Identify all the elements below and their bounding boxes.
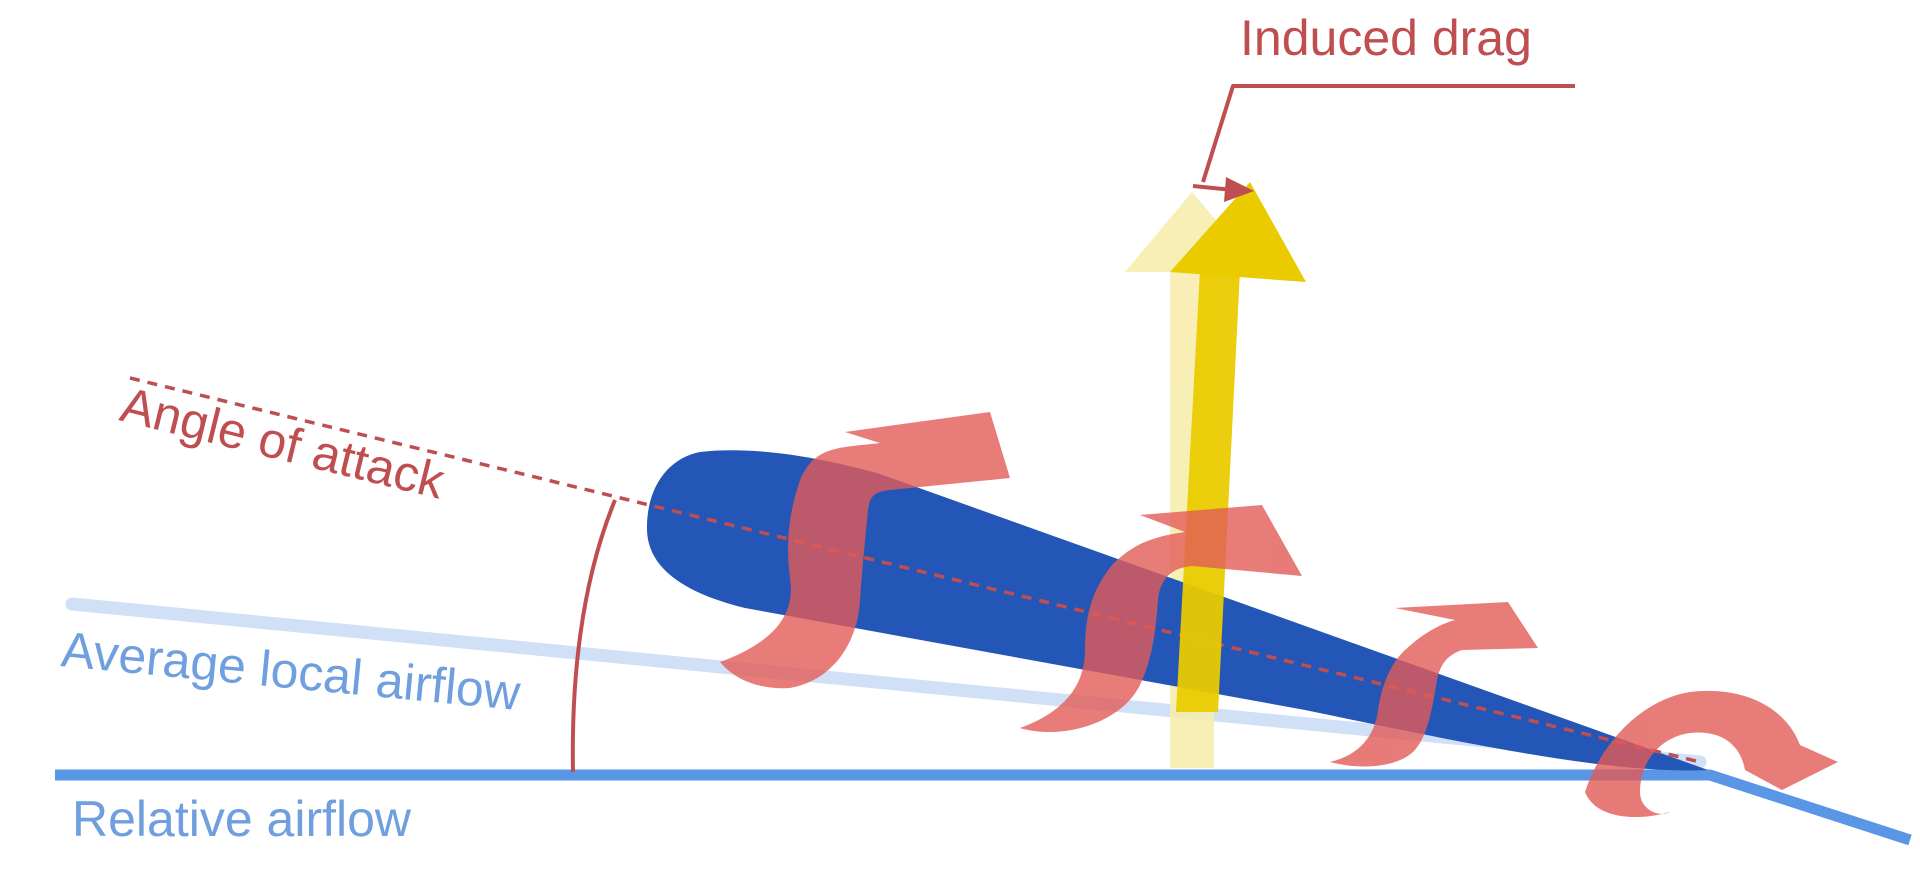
vortex-arrow-2 [1020, 505, 1302, 733]
relative-airflow-label: Relative airflow [72, 791, 412, 847]
airfoil [646, 450, 1708, 771]
lift-vector [1170, 182, 1306, 712]
induced-drag-label: Induced drag [1240, 10, 1532, 66]
angle-of-attack-arc [570, 499, 617, 773]
average-local-airflow-line [65, 597, 1707, 769]
relative-airflow-line [55, 769, 1912, 846]
vortex-arrows [720, 412, 1838, 818]
induced-drag-pointer [1192, 84, 1575, 202]
angle-of-attack-label: Angle of attack [115, 376, 451, 510]
vortex-arrow-1 [720, 412, 1010, 689]
vortex-arrow-3 [1330, 602, 1538, 767]
vortex-arrow-4 [1585, 690, 1838, 818]
